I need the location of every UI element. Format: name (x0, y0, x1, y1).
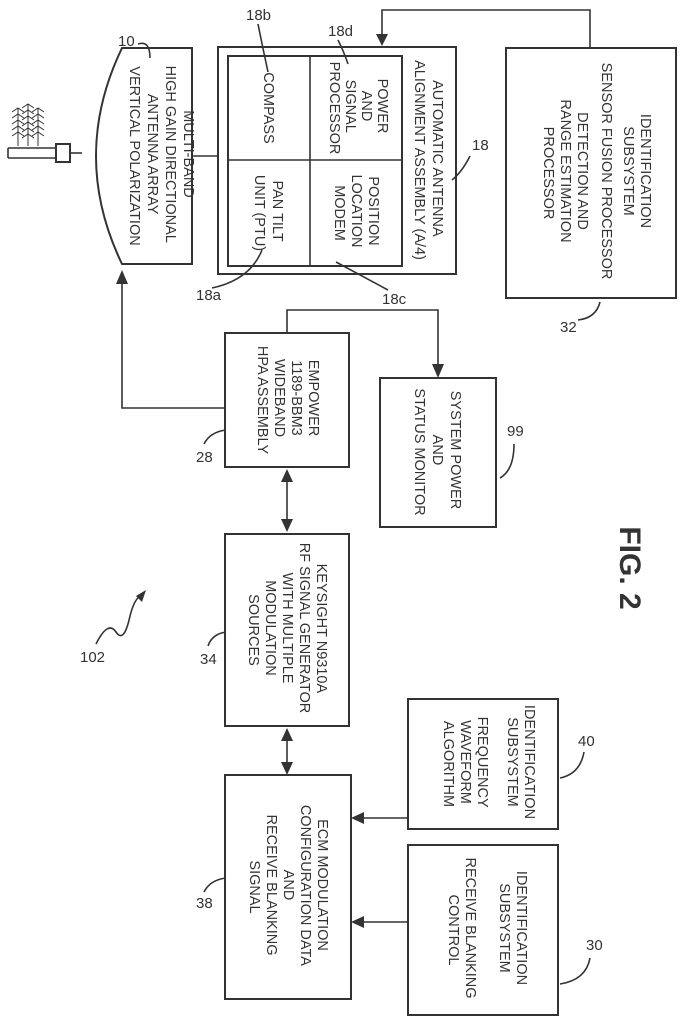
ref-18: 18 (472, 137, 489, 154)
figure-label: FIG. 2 (613, 526, 646, 609)
ptu-label: PAN TILT UNIT (PTU) (251, 175, 285, 251)
ref-40: 40 (578, 733, 595, 750)
ref-18c: 18c (382, 291, 407, 308)
ecm-label: ECM MODULATION CONFIGURATION DATA AND RE… (246, 805, 330, 969)
ref-32: 32 (560, 319, 577, 336)
modem-label: POSITION LOCATION MODEM (331, 174, 381, 251)
hpa-label: EMPOWER 1189-BBM3 WIDEBAND HPA ASSEMBLY (254, 346, 321, 455)
power-signal-label: POWER AND SIGNAL PROCESSOR (326, 62, 390, 155)
ref-18b: 18b (246, 7, 271, 24)
ref-102: 102 (80, 649, 105, 666)
receive-blanking-label: IDENTIFICATION SUBSYSTEM RECEIVE BLANKIN… (445, 857, 529, 1002)
ref-38: 38 (196, 895, 213, 912)
antenna-ref: 10 (118, 33, 135, 50)
alignment-assembly-label: AUTOMATIC ANTENNA ALIGNMENT ASSEMBLY (A/… (411, 60, 445, 260)
ref-18d: 18d (328, 23, 353, 40)
ref-34: 34 (200, 651, 217, 668)
signal-generator-label: KEYSIGHT N9310A RF SIGNAL GENERATOR WITH… (245, 543, 329, 718)
ref-18a: 18a (196, 287, 222, 304)
ref-99: 99 (507, 423, 524, 440)
compass-label: COMPASS (260, 72, 276, 143)
ref-30: 30 (586, 937, 603, 954)
antenna-label: MULTI-BAND HIGH GAIN DIRECTIONAL ANTENNA… (126, 66, 196, 247)
power-monitor-label: SYSTEM POWER AND STATUS MONITOR (411, 388, 463, 515)
sensor-fusion-label: IDENTIFICATION SUBSYSTEM SENSOR FUSION P… (540, 63, 653, 284)
freq-waveform-label: IDENTIFICATION SUBSYSTEM FREQUENCY WAVEF… (440, 705, 537, 823)
antenna-tower-icon (8, 104, 82, 162)
ref-28: 28 (196, 449, 213, 466)
receive-blanking-box (408, 845, 558, 1015)
